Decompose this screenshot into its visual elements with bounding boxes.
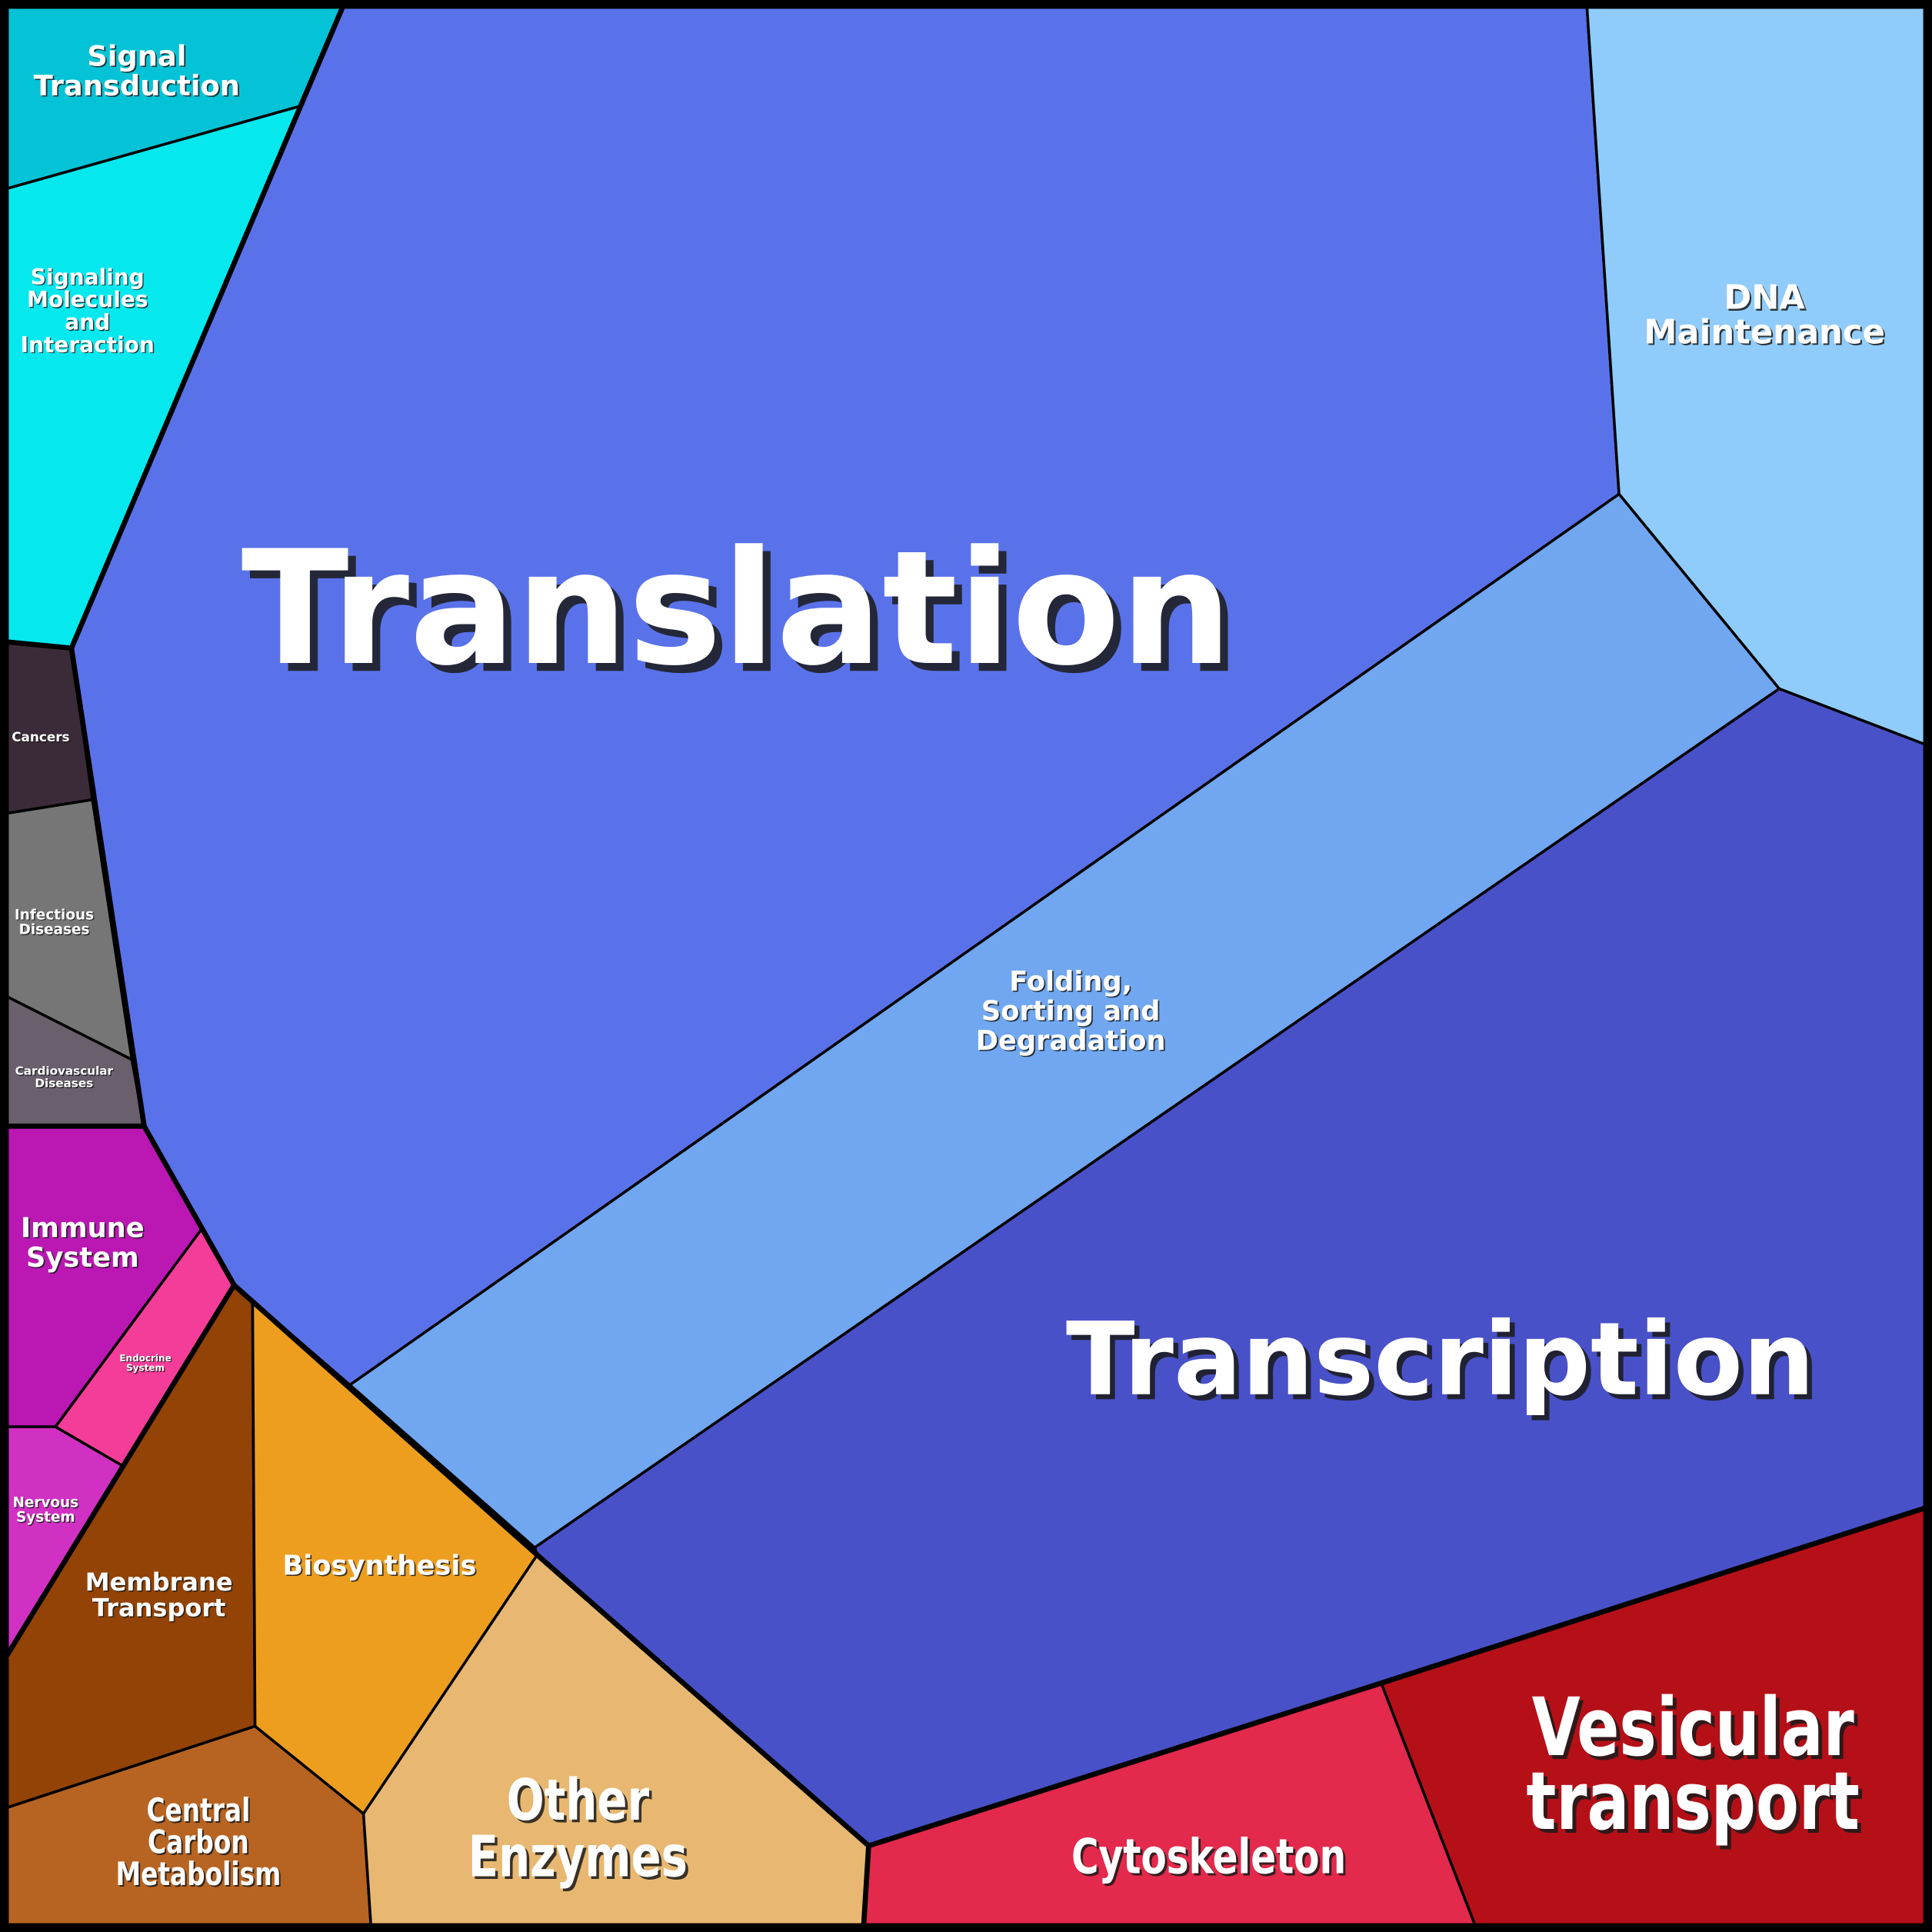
label-text: Metabolism bbox=[115, 1855, 281, 1893]
label-shadow: Endocrine bbox=[121, 1354, 172, 1364]
label-shadow: Biosynthesis bbox=[284, 1551, 478, 1583]
label-text: Diseases bbox=[19, 922, 90, 938]
label-text: Transcription bbox=[1066, 1301, 1815, 1418]
cells bbox=[5, 5, 1927, 1927]
label-shadow: Enzymes bbox=[471, 1826, 690, 1893]
label-shadow: Signal bbox=[88, 41, 188, 74]
label-text: Transduction bbox=[34, 69, 240, 102]
label-shadow: Transcription bbox=[1071, 1305, 1820, 1423]
label-text: Vesicular bbox=[1532, 1681, 1854, 1775]
label-text: Transport bbox=[92, 1593, 226, 1622]
label-shadow: Transduction bbox=[35, 71, 241, 104]
label-signaling-molecules: SignalingSignalingMoleculesMoleculesanda… bbox=[21, 265, 156, 358]
label-shadow: Sorting and bbox=[983, 997, 1162, 1028]
label-shadow: System bbox=[28, 1244, 141, 1275]
label-shadow: Folding, bbox=[1011, 968, 1134, 999]
label-shadow: Maintenance bbox=[1645, 315, 1887, 354]
label-text: Signal bbox=[87, 39, 186, 72]
label-shadow: transport bbox=[1531, 1759, 1864, 1853]
label-shadow: Membrane bbox=[86, 1568, 234, 1597]
label-text: Membrane bbox=[85, 1567, 233, 1597]
label-text: Cytoskeleton bbox=[1071, 1830, 1346, 1885]
label-shadow: Signaling bbox=[32, 265, 145, 291]
label-shadow: DNA bbox=[1725, 281, 1807, 319]
label-text: Enzymes bbox=[468, 1824, 688, 1890]
label-shadow: Interaction bbox=[22, 333, 155, 358]
label-text: Endocrine bbox=[119, 1353, 171, 1364]
label-text: Degradation bbox=[976, 1025, 1166, 1057]
label-shadow: Degradation bbox=[978, 1027, 1168, 1058]
label-shadow: Infectious bbox=[15, 908, 95, 924]
label-text: System bbox=[16, 1510, 75, 1526]
label-shadow: Central bbox=[148, 1793, 251, 1830]
label-shadow: and bbox=[66, 311, 112, 336]
label-text: System bbox=[26, 1242, 139, 1274]
label-shadow: Cardiovascular bbox=[16, 1065, 115, 1079]
label-shadow: Metabolism bbox=[117, 1857, 282, 1894]
label-text: Immune bbox=[21, 1212, 145, 1244]
label-text: Cancers bbox=[12, 729, 69, 744]
label-shadow: System bbox=[17, 1511, 76, 1527]
label-shadow: Transport bbox=[93, 1594, 227, 1624]
label-text: transport bbox=[1527, 1755, 1860, 1849]
label-shadow: Translation bbox=[249, 525, 1241, 708]
label-text: Translation bbox=[242, 518, 1233, 701]
label-text: Cardiovascular bbox=[15, 1064, 114, 1078]
label-text: Infectious bbox=[15, 907, 94, 923]
label-shadow: Diseases bbox=[20, 923, 91, 939]
label-shadow: Carbon bbox=[149, 1824, 251, 1862]
label-cardiovascular-diseases: CardiovascularCardiovascularDiseasesDise… bbox=[15, 1064, 115, 1091]
label-text: and bbox=[65, 309, 110, 335]
label-shadow: Immune bbox=[22, 1214, 146, 1245]
label-shadow: Diseases bbox=[36, 1078, 95, 1091]
label-text: Carbon bbox=[148, 1823, 249, 1860]
label-text: Nervous bbox=[12, 1495, 78, 1511]
label-shadow: Molecules bbox=[28, 288, 149, 314]
label-text: Maintenance bbox=[1644, 314, 1885, 352]
label-text: System bbox=[126, 1363, 165, 1374]
label-text: Sorting and bbox=[981, 995, 1161, 1027]
label-shadow: Cytoskeleton bbox=[1074, 1832, 1348, 1887]
label-text: Diseases bbox=[35, 1077, 93, 1091]
label-text: Molecules bbox=[27, 287, 148, 312]
label-shadow: Other bbox=[509, 1769, 652, 1836]
label-text: Signaling bbox=[31, 265, 145, 290]
label-text: Interaction bbox=[21, 332, 155, 358]
label-text: Biosynthesis bbox=[282, 1550, 476, 1581]
label-shadow: Vesicular bbox=[1536, 1685, 1858, 1779]
label-shadow: Nervous bbox=[14, 1496, 80, 1512]
label-text: DNA bbox=[1724, 279, 1805, 318]
label-central-carbon-metabolism: CentralCentralCarbonCarbonMetabolismMeta… bbox=[115, 1791, 282, 1894]
label-text: Other bbox=[507, 1767, 650, 1834]
label-shadow: System bbox=[127, 1364, 165, 1374]
label-text: Folding, bbox=[1009, 966, 1132, 998]
label-text: Central bbox=[146, 1791, 250, 1829]
label-shadow: Cancers bbox=[12, 730, 70, 745]
